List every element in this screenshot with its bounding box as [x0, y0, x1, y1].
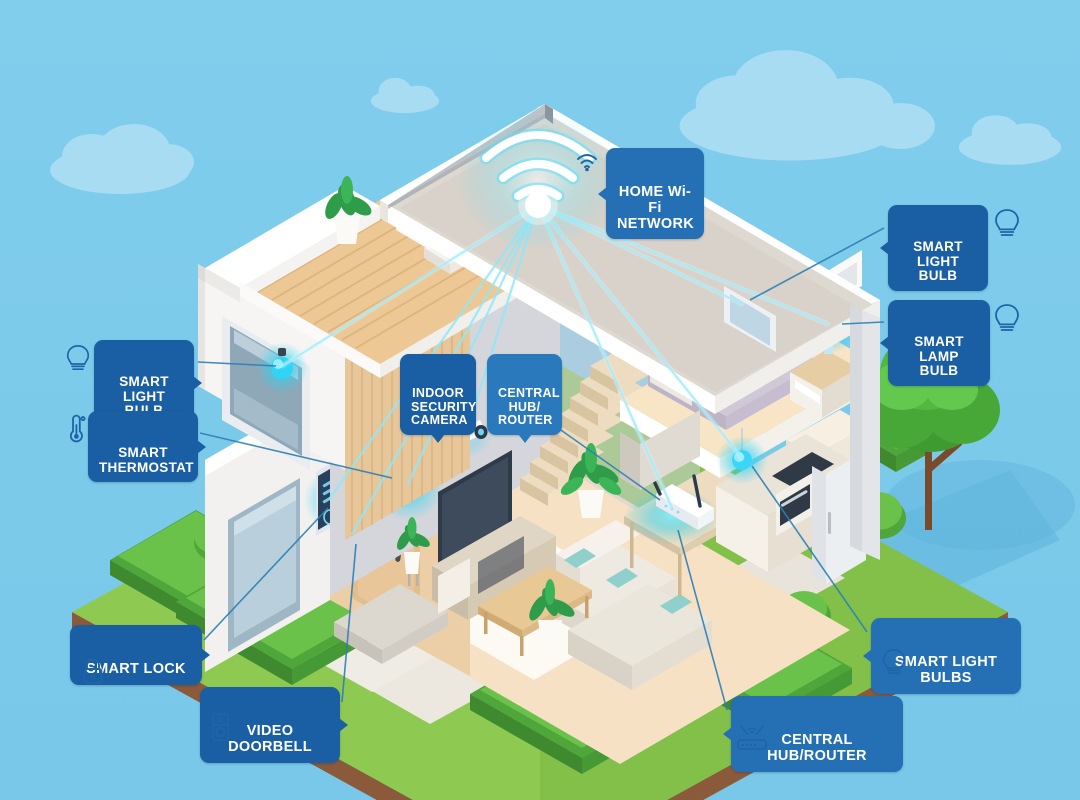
badge-tail [197, 439, 206, 454]
label-home-wifi-network[interactable]: HOME Wi-Fi NETWORK [598, 148, 704, 240]
plant-front [529, 579, 575, 646]
label-text: CENTRAL HUB/ROUTER [767, 732, 867, 764]
label-smart-lock[interactable]: SMART LOCK [70, 625, 210, 685]
kitchen [620, 410, 868, 584]
label-smart-light-bulb-upper-right[interactable]: SMART LIGHT BULB [880, 205, 988, 291]
bulb-icon [64, 342, 92, 374]
badge-tail [880, 335, 889, 350]
plant-stairs [560, 443, 622, 518]
home-wifi-emblem [458, 110, 618, 250]
label-central-hub-router-lower[interactable]: CENTRAL HUB/ROUTER [723, 696, 903, 772]
tv-console [432, 450, 556, 620]
label-smart-lamp-bulb[interactable]: SMART LAMP BULB [880, 300, 990, 386]
label-text: SMART LIGHT BULBS [894, 654, 998, 686]
nightstand [790, 350, 858, 418]
thermometer-icon [62, 413, 90, 445]
label-smart-light-bulbs[interactable]: SMART LIGHT BULBS [863, 618, 1021, 694]
label-text: VIDEO DOORBELL [228, 723, 312, 755]
badge-tail [723, 726, 732, 741]
badge-tail [598, 186, 607, 201]
bulb-icon [992, 206, 1022, 240]
label-text: CENTRAL HUB/ ROUTER [498, 386, 560, 427]
wifi-icon [574, 148, 600, 174]
kitchen-ceiling-bulb-device [716, 428, 768, 484]
label-leader-lines [197, 227, 885, 711]
label-central-hub-router-upper[interactable]: CENTRAL HUB/ ROUTER [487, 354, 562, 443]
plant-left [397, 517, 430, 586]
central-hub-router-device [624, 466, 720, 544]
badge-tail [201, 647, 210, 662]
badge-tail [517, 433, 532, 443]
label-text: SMART LAMP BULB [914, 334, 964, 379]
label-indoor-security-camera[interactable]: INDOOR SECURITY CAMERA [400, 354, 477, 443]
badge-tail [880, 240, 889, 255]
badge-tail [863, 648, 872, 663]
label-text: HOME Wi-Fi NETWORK [617, 184, 695, 232]
doorbell-icon [206, 710, 234, 744]
badge-tail [339, 717, 348, 732]
roof-planter [325, 176, 372, 244]
bulb-icon [992, 301, 1022, 335]
badge-tail [193, 375, 202, 390]
label-text: SMART LIGHT BULB [913, 239, 963, 284]
label-text: INDOOR SECURITY CAMERA [411, 386, 477, 427]
oven [772, 452, 834, 536]
label-text: SMART THERMOSTAT [99, 445, 194, 475]
badge-tail [431, 433, 445, 443]
lock-icon: 9 [78, 656, 108, 688]
label-smart-thermostat[interactable]: SMART THERMOSTAT [88, 411, 206, 483]
router-icon [734, 722, 770, 756]
cloud-group [50, 50, 1062, 194]
sofa-secondary [568, 584, 712, 690]
svg-text:9: 9 [90, 672, 95, 682]
bulb-icon [880, 646, 908, 678]
